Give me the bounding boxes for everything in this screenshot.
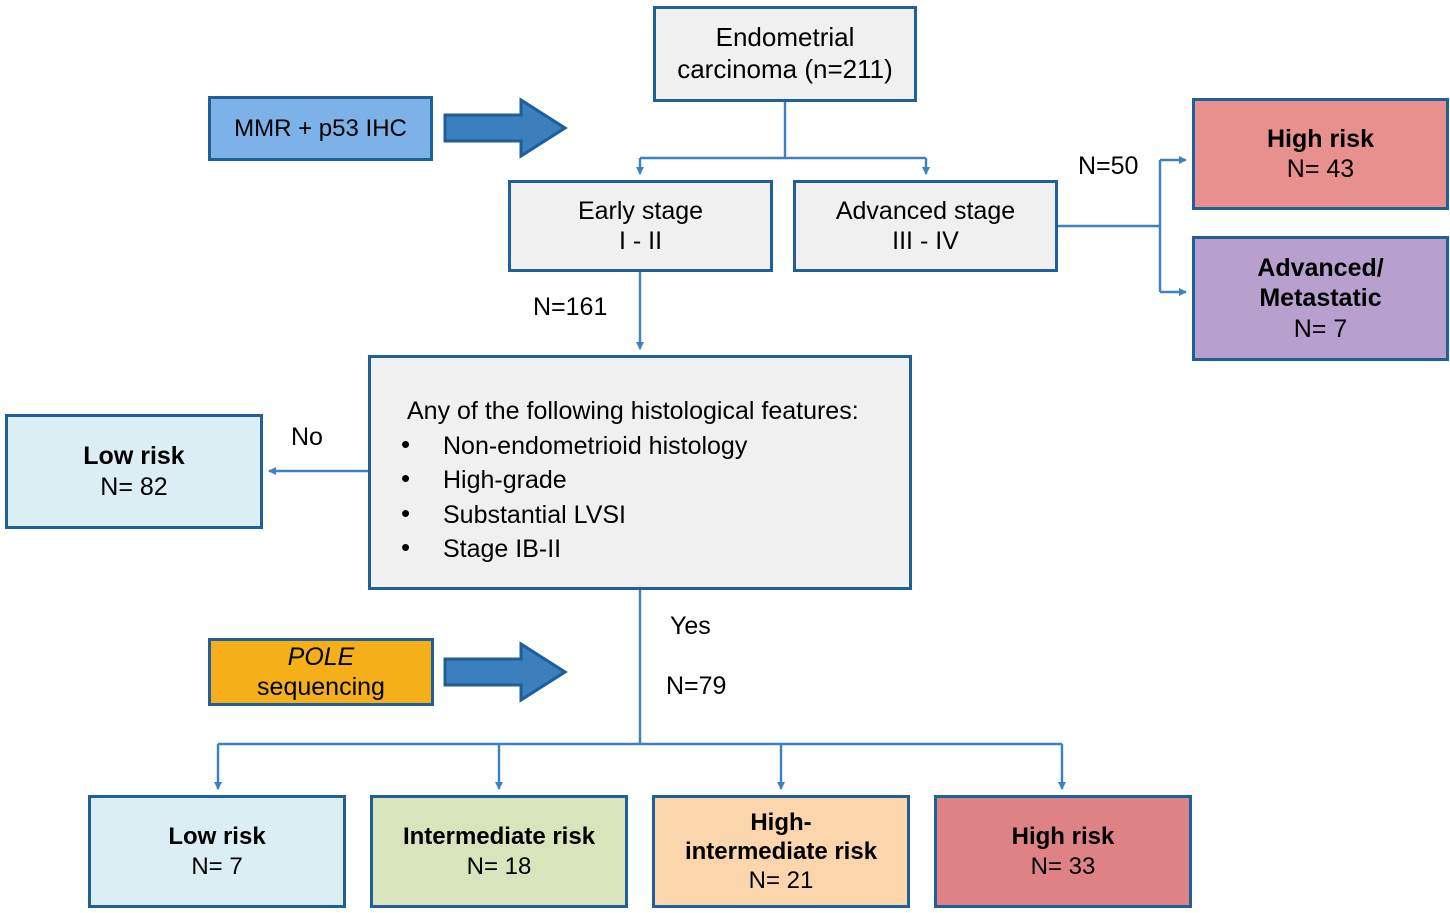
node-high-risk-advanced: High risk N= 43 bbox=[1192, 98, 1449, 210]
node-mmr-p53-ihc: MMR + p53 IHC bbox=[208, 96, 433, 161]
node-intermediate-risk: Intermediate risk N= 18 bbox=[370, 795, 628, 908]
node-high-intermediate-line2: intermediate risk bbox=[684, 837, 878, 865]
list-item: • Non-endometrioid histology bbox=[395, 428, 909, 462]
node-mmr-label: MMR + p53 IHC bbox=[234, 114, 407, 142]
list-item: • Substantial LVSI bbox=[395, 497, 909, 531]
mmr-process-arrow-icon bbox=[443, 97, 568, 159]
node-high-risk-final: High risk N= 33 bbox=[934, 795, 1192, 908]
bullet-icon: • bbox=[401, 532, 411, 562]
node-early-stage: Early stage I - II bbox=[508, 180, 773, 272]
node-early-line1: Early stage bbox=[577, 196, 704, 225]
node-low-risk-final-count: N= 7 bbox=[191, 852, 243, 880]
node-high-risk-final-title: High risk bbox=[1011, 823, 1115, 851]
list-item: • Stage IB-II bbox=[395, 532, 909, 565]
edge-label-yes-count: N=79 bbox=[666, 672, 727, 700]
edge-label-early-count: N=161 bbox=[533, 293, 608, 321]
node-low-risk-final: Low risk N= 7 bbox=[88, 795, 346, 908]
node-high-risk-final-count: N= 33 bbox=[1030, 852, 1096, 880]
list-item: • High-grade bbox=[395, 463, 909, 496]
node-low-risk-no-title: Low risk bbox=[83, 442, 185, 470]
node-pole-sequencing: POLE sequencing bbox=[208, 638, 434, 706]
histology-item-text: Non-endometrioid histology bbox=[443, 431, 748, 460]
node-low-risk-no-count: N= 82 bbox=[100, 472, 168, 501]
node-early-line2: I - II bbox=[618, 227, 663, 255]
node-advanced-line2: III - IV bbox=[892, 227, 959, 255]
edge-label-yes: Yes bbox=[670, 612, 711, 640]
histology-title: Any of the following histological featur… bbox=[407, 397, 859, 425]
node-high-intermediate-line1: High- bbox=[750, 808, 812, 836]
node-pole-label: sequencing bbox=[257, 673, 385, 701]
node-high-intermediate-risk: High- intermediate risk N= 21 bbox=[652, 795, 910, 908]
node-low-risk-no-features: Low risk N= 82 bbox=[5, 414, 263, 529]
histology-item-text: Stage IB-II bbox=[443, 535, 562, 563]
histology-item-text: High-grade bbox=[443, 466, 567, 494]
edge-label-advanced-count: N=50 bbox=[1078, 152, 1139, 180]
node-high-intermediate-count: N= 21 bbox=[748, 867, 814, 895]
histology-item-text: Substantial LVSI bbox=[443, 500, 626, 529]
node-advanced-metastatic: Advanced/ Metastatic N= 7 bbox=[1192, 236, 1449, 361]
node-metastatic-line1: Advanced/ bbox=[1257, 253, 1384, 282]
node-metastatic-count: N= 7 bbox=[1293, 314, 1348, 343]
node-endometrial-carcinoma: Endometrial carcinoma (n=211) bbox=[653, 6, 917, 102]
pole-process-arrow-icon bbox=[443, 641, 568, 703]
node-low-risk-final-title: Low risk bbox=[168, 823, 266, 851]
edge-label-no: No bbox=[291, 423, 323, 451]
bullet-icon: • bbox=[401, 463, 411, 493]
node-root-line2: carcinoma (n=211) bbox=[677, 54, 893, 84]
node-metastatic-line2: Metastatic bbox=[1259, 284, 1382, 313]
node-histological-features: Any of the following histological featur… bbox=[368, 355, 912, 590]
bullet-icon: • bbox=[401, 497, 411, 528]
node-root-line1: Endometrial bbox=[715, 22, 855, 53]
node-intermediate-risk-title: Intermediate risk bbox=[402, 823, 596, 851]
node-intermediate-risk-count: N= 18 bbox=[466, 852, 532, 880]
bullet-icon: • bbox=[401, 428, 411, 459]
node-high-risk-advanced-count: N= 43 bbox=[1286, 155, 1355, 183]
node-advanced-stage: Advanced stage III - IV bbox=[793, 180, 1058, 272]
node-high-risk-advanced-title: High risk bbox=[1267, 124, 1374, 153]
histology-list: • Non-endometrioid histology • High-grad… bbox=[395, 428, 909, 565]
node-pole-gene: POLE bbox=[287, 642, 355, 671]
node-advanced-line1: Advanced stage bbox=[835, 196, 1016, 225]
